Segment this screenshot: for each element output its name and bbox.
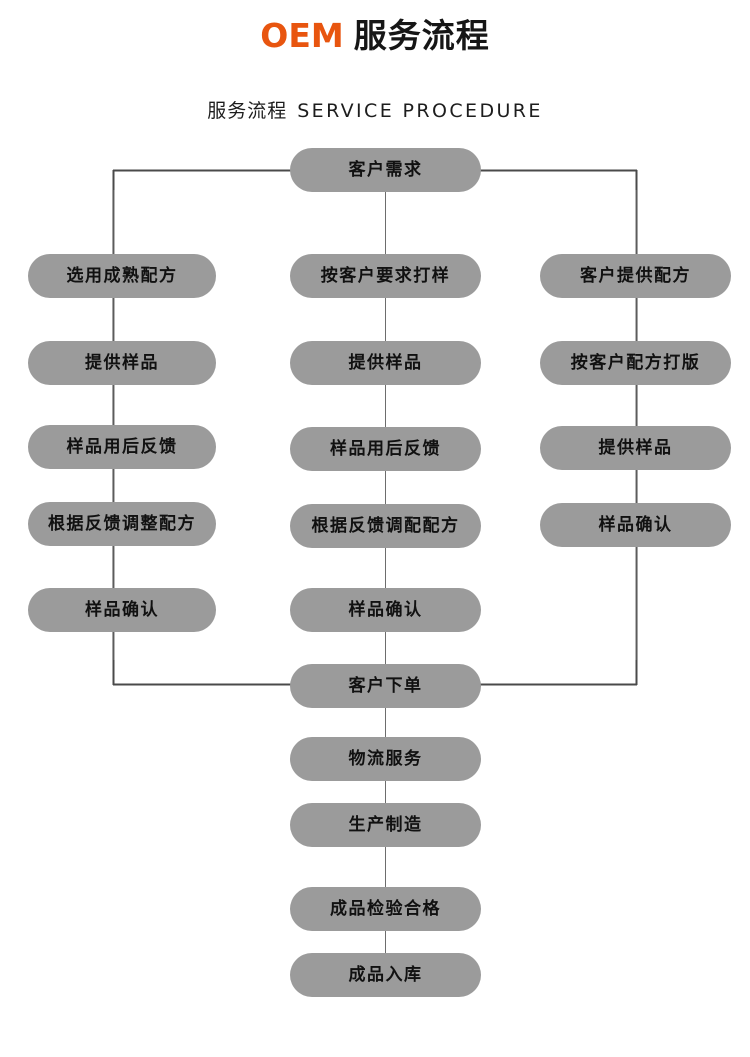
node-tail-4[interactable]: 成品入库	[290, 953, 481, 997]
node-label: 成品入库	[348, 964, 423, 985]
node-label: 样品确认	[348, 599, 423, 620]
node-tail-2[interactable]: 生产制造	[290, 803, 481, 847]
title-oem-text: OEM	[260, 16, 344, 55]
title-chinese-text: 服务流程	[353, 16, 490, 55]
node-middle-3[interactable]: 样品用后反馈	[290, 427, 481, 471]
node-label: 按客户要求打样	[320, 265, 451, 286]
node-label: 客户提供配方	[580, 265, 691, 286]
node-left-4[interactable]: 根据反馈调整配方	[28, 502, 216, 546]
node-label: 提供样品	[85, 352, 159, 373]
node-label: 成品检验合格	[330, 898, 441, 919]
node-label: 样品用后反馈	[66, 436, 178, 457]
node-tail-3[interactable]: 成品检验合格	[290, 887, 481, 931]
node-right-3[interactable]: 提供样品	[540, 426, 731, 470]
node-right-4[interactable]: 样品确认	[540, 503, 731, 547]
node-label: 样品确认	[85, 599, 159, 620]
subtitle-chinese-text: 服务流程	[207, 100, 288, 122]
node-left-5[interactable]: 样品确认	[28, 588, 216, 632]
node-left-3[interactable]: 样品用后反馈	[28, 425, 216, 469]
node-label: 提供样品	[598, 437, 673, 458]
node-tail-1[interactable]: 物流服务	[290, 737, 481, 781]
node-middle-5[interactable]: 样品确认	[290, 588, 481, 632]
node-middle-4[interactable]: 根据反馈调配配方	[290, 504, 481, 548]
node-right-2[interactable]: 按客户配方打版	[540, 341, 731, 385]
node-label: 提供样品	[348, 352, 423, 373]
page-subtitle: 服务流程 SERVICE PROCEDURE	[0, 99, 750, 123]
node-label: 客户需求	[348, 159, 423, 180]
node-middle-2[interactable]: 提供样品	[290, 341, 481, 385]
node-label: 选用成熟配方	[66, 265, 178, 286]
node-label: 样品用后反馈	[330, 438, 441, 459]
node-label: 根据反馈调配配方	[311, 515, 460, 536]
node-label: 生产制造	[348, 814, 423, 835]
node-left-1[interactable]: 选用成熟配方	[28, 254, 216, 298]
node-label: 根据反馈调整配方	[48, 513, 196, 534]
subtitle-english-text: SERVICE PROCEDURE	[297, 100, 543, 122]
node-label: 样品确认	[598, 514, 673, 535]
node-right-1[interactable]: 客户提供配方	[540, 254, 731, 298]
node-label: 客户下单	[348, 675, 423, 696]
node-start-customer-demand[interactable]: 客户需求	[290, 148, 481, 192]
node-middle-1[interactable]: 按客户要求打样	[290, 254, 481, 298]
node-merge-customer-order[interactable]: 客户下单	[290, 664, 481, 708]
node-label: 物流服务	[348, 748, 423, 769]
node-left-2[interactable]: 提供样品	[28, 341, 216, 385]
node-label: 按客户配方打版	[570, 352, 701, 373]
